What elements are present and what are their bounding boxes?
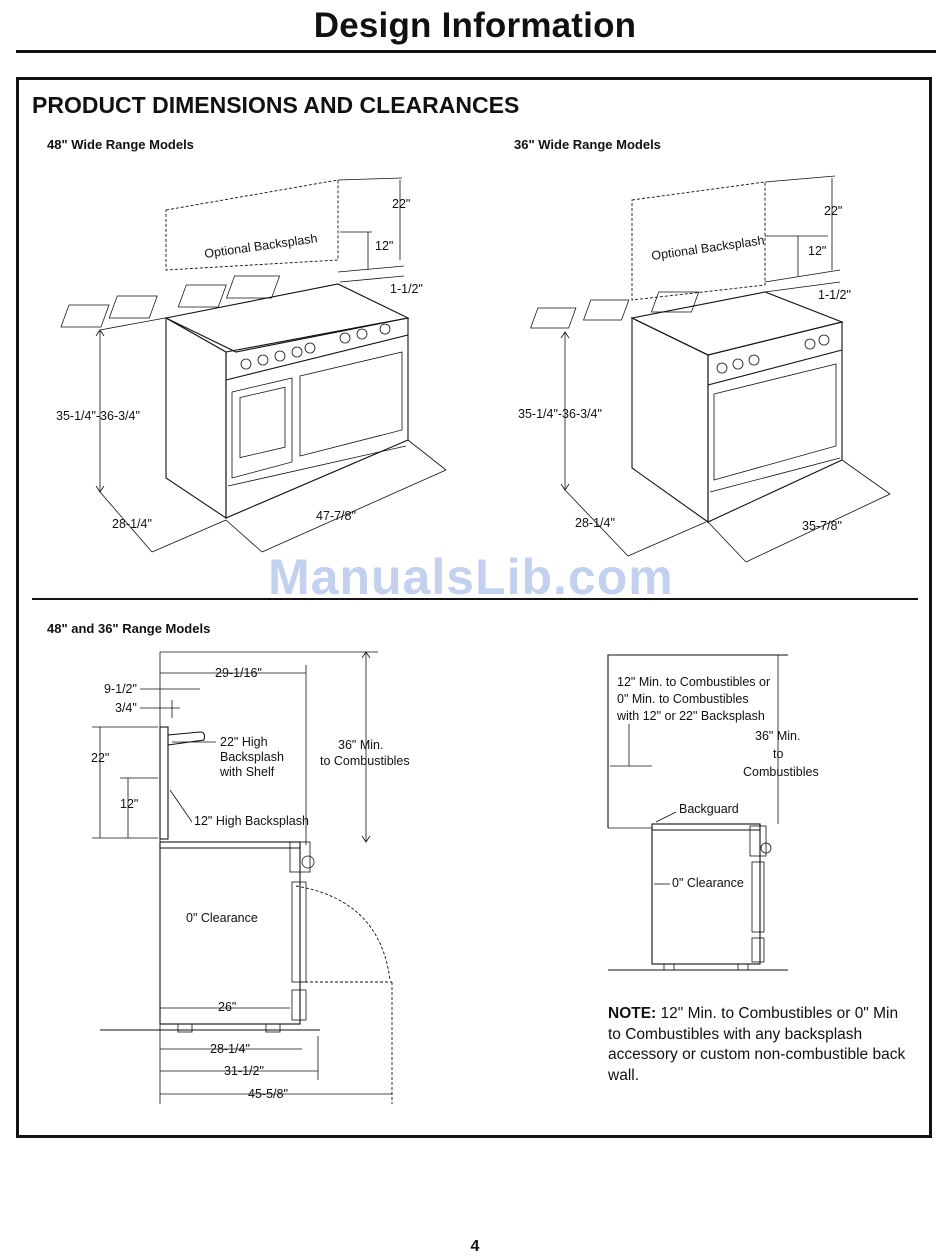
oven-door-36 [713,363,837,481]
dim-3-4: 3/4" [115,701,137,715]
label-22-high: 22" High [220,735,268,749]
clearance-label-wall: 0" Clearance [672,876,744,890]
dim-1-1-2-36: 1-1/2" [818,288,851,302]
dim-29-1-16: 29-1/16" [215,666,262,680]
optional-backsplash-outline [165,179,339,271]
dim-1-1-2-48: 1-1/2" [390,282,423,296]
wall-label-line3: with 12" or 22" Backsplash [616,709,765,723]
backguard-label: Backguard [679,802,739,816]
control-panel-side [289,841,311,873]
large-oven-door [299,351,403,457]
dim-22-36: 22" [824,204,842,218]
drawer-line-36 [709,457,841,493]
wall-label-line2: 0" Min. to Combustibles [617,692,749,706]
dim-22-side: 22" [91,751,109,765]
caption-48-wide: 48" Wide Range Models [47,137,194,152]
dim-height-36: 35-1/4"-36-3/4" [518,407,602,421]
page-number: 4 [470,1238,480,1255]
watermark: ManualsLib.com [268,549,674,605]
dim-9-1-2: 9-1/2" [104,682,137,696]
note-label: NOTE: [608,1005,657,1022]
small-oven-door [231,377,293,479]
min36-line3: Combustibles [743,765,819,779]
dim-12-side: 12" [120,797,138,811]
wall-label-line1: 12" Min. to Combustibles or [617,675,770,689]
wall-outline [607,654,788,828]
caption-36-wide: 36" Wide Range Models [514,137,661,152]
page-title: Design Information [313,6,637,45]
dim-height-48: 35-1/4"-36-3/4" [56,409,140,423]
dim-31-1-2: 31-1/2" [224,1064,264,1078]
label-22-shelf: with Shelf [219,765,275,779]
backsplash-panel [159,726,169,840]
dim-28-1-4: 28-1/4" [210,1042,250,1056]
content-frame [16,77,932,1138]
title-rule [16,50,936,53]
dim-width-36: 35-7/8" [802,519,842,533]
dim-12-36: 12" [808,244,826,258]
section-divider [32,598,918,600]
dim-22-48: 22" [392,197,410,211]
backsplash-shelf [167,731,206,746]
note-text: NOTE: 12" Min. to Combustibles or 0" Min… [608,1004,908,1086]
dim-26: 26" [218,1000,236,1014]
drawer-line [227,445,407,487]
optional-backsplash-outline-36 [631,181,766,301]
note-body: 12" Min. to Combustibles or 0" Min to Co… [608,1005,906,1084]
min36-line2: to [773,747,783,761]
dim-width-48: 47-7/8" [316,509,356,523]
min36-line1: 36" Min. [755,729,800,743]
dim-45-5-8: 45-5/8" [248,1087,288,1101]
label-0-clearance-side: 0" Clearance [186,911,258,925]
range-body-wall [651,823,761,965]
door-swing-arc [295,885,391,981]
label-12-high-backsplash: 12" High Backsplash [194,814,309,828]
dim-depth-48: 28-1/4" [112,517,152,531]
label-36-min: 36" Min. [338,738,383,752]
caption-side-view: 48" and 36" Range Models [47,621,211,636]
dim-depth-36: 28-1/4" [575,516,615,530]
knob-side [301,855,315,869]
section-heading: PRODUCT DIMENSIONS AND CLEARANCES [32,92,520,118]
burner-grates-36 [530,291,700,329]
control-knobs-36 [716,334,830,374]
burner-grates [60,275,281,328]
label-36-combustibles: to Combustibles [320,754,410,768]
dim-12-48: 12" [375,239,393,253]
control-knobs [240,323,391,370]
label-22-backsplash: Backsplash [220,750,284,764]
range-body-side [159,841,301,1025]
